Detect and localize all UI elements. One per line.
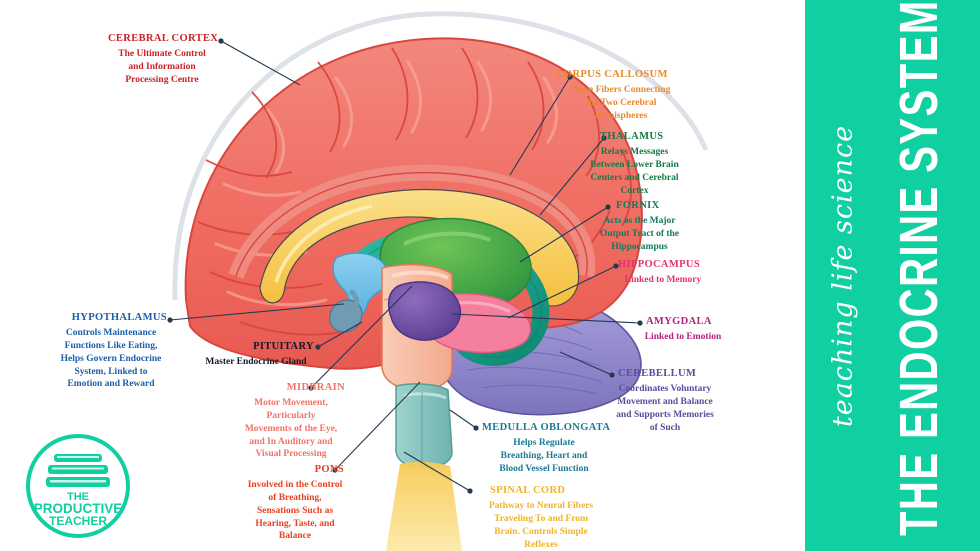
brand-logo[interactable]: THE PRODUCTIVE TEACHER xyxy=(22,430,134,542)
label-title-fornix: FORNIX xyxy=(616,200,660,211)
amygdala-shape xyxy=(387,281,461,341)
label-amygdala: AMYGDALA Linked to Emotion xyxy=(628,316,738,344)
medulla-shape xyxy=(395,383,453,469)
label-title-hypothalamus: HYPOTHALAMUS xyxy=(71,312,167,323)
label-title-cerebellum: CEREBELLUM xyxy=(618,368,697,379)
label-desc-pituitary-text: Master Endocrine Gland xyxy=(205,357,307,368)
label-pituitary: PITUITARY Master Endocrine Gland xyxy=(196,341,314,369)
label-title-amygdala: AMYGDALA xyxy=(646,316,712,327)
label-title-hippocampus: HIPPOCAMPUS xyxy=(618,259,701,270)
label-title-pituitary: PITUITARY xyxy=(253,341,314,352)
panel-title: THE ENDOCRINE SYSTEM xyxy=(889,0,950,536)
label-title-pons: PONS xyxy=(314,464,344,475)
label-title-thalamus: THALAMUS xyxy=(600,131,664,142)
spinal-cord-shape xyxy=(386,461,462,551)
panel-script-text: teaching life science xyxy=(827,124,859,427)
label-desc-hippocampus: Linked to Memory xyxy=(624,275,702,286)
label-title-corpus-callosum: CORPUS CALLOSUM xyxy=(556,69,668,80)
label-desc-amygdala: Linked to Emotion xyxy=(644,332,722,343)
books-icon xyxy=(46,454,110,487)
label-title-spinal-cord: SPINAL CORD xyxy=(490,485,566,496)
logo-line3: TEACHER xyxy=(49,514,107,528)
label-title-medulla-oblongata: MEDULLA OBLONGATA xyxy=(482,422,611,433)
logo-line2: PRODUCTIVE xyxy=(34,501,123,516)
label-title-cerebral-cortex: CEREBRAL CORTEX xyxy=(108,33,219,44)
logo-line1: THE xyxy=(67,491,89,503)
label-title-midbrain: MIDBRAIN xyxy=(286,382,345,393)
label-hippocampus: HIPPOCAMPUS Linked to Memory xyxy=(604,259,722,287)
side-panel: teaching life science THE ENDOCRINE SYST… xyxy=(805,0,980,551)
